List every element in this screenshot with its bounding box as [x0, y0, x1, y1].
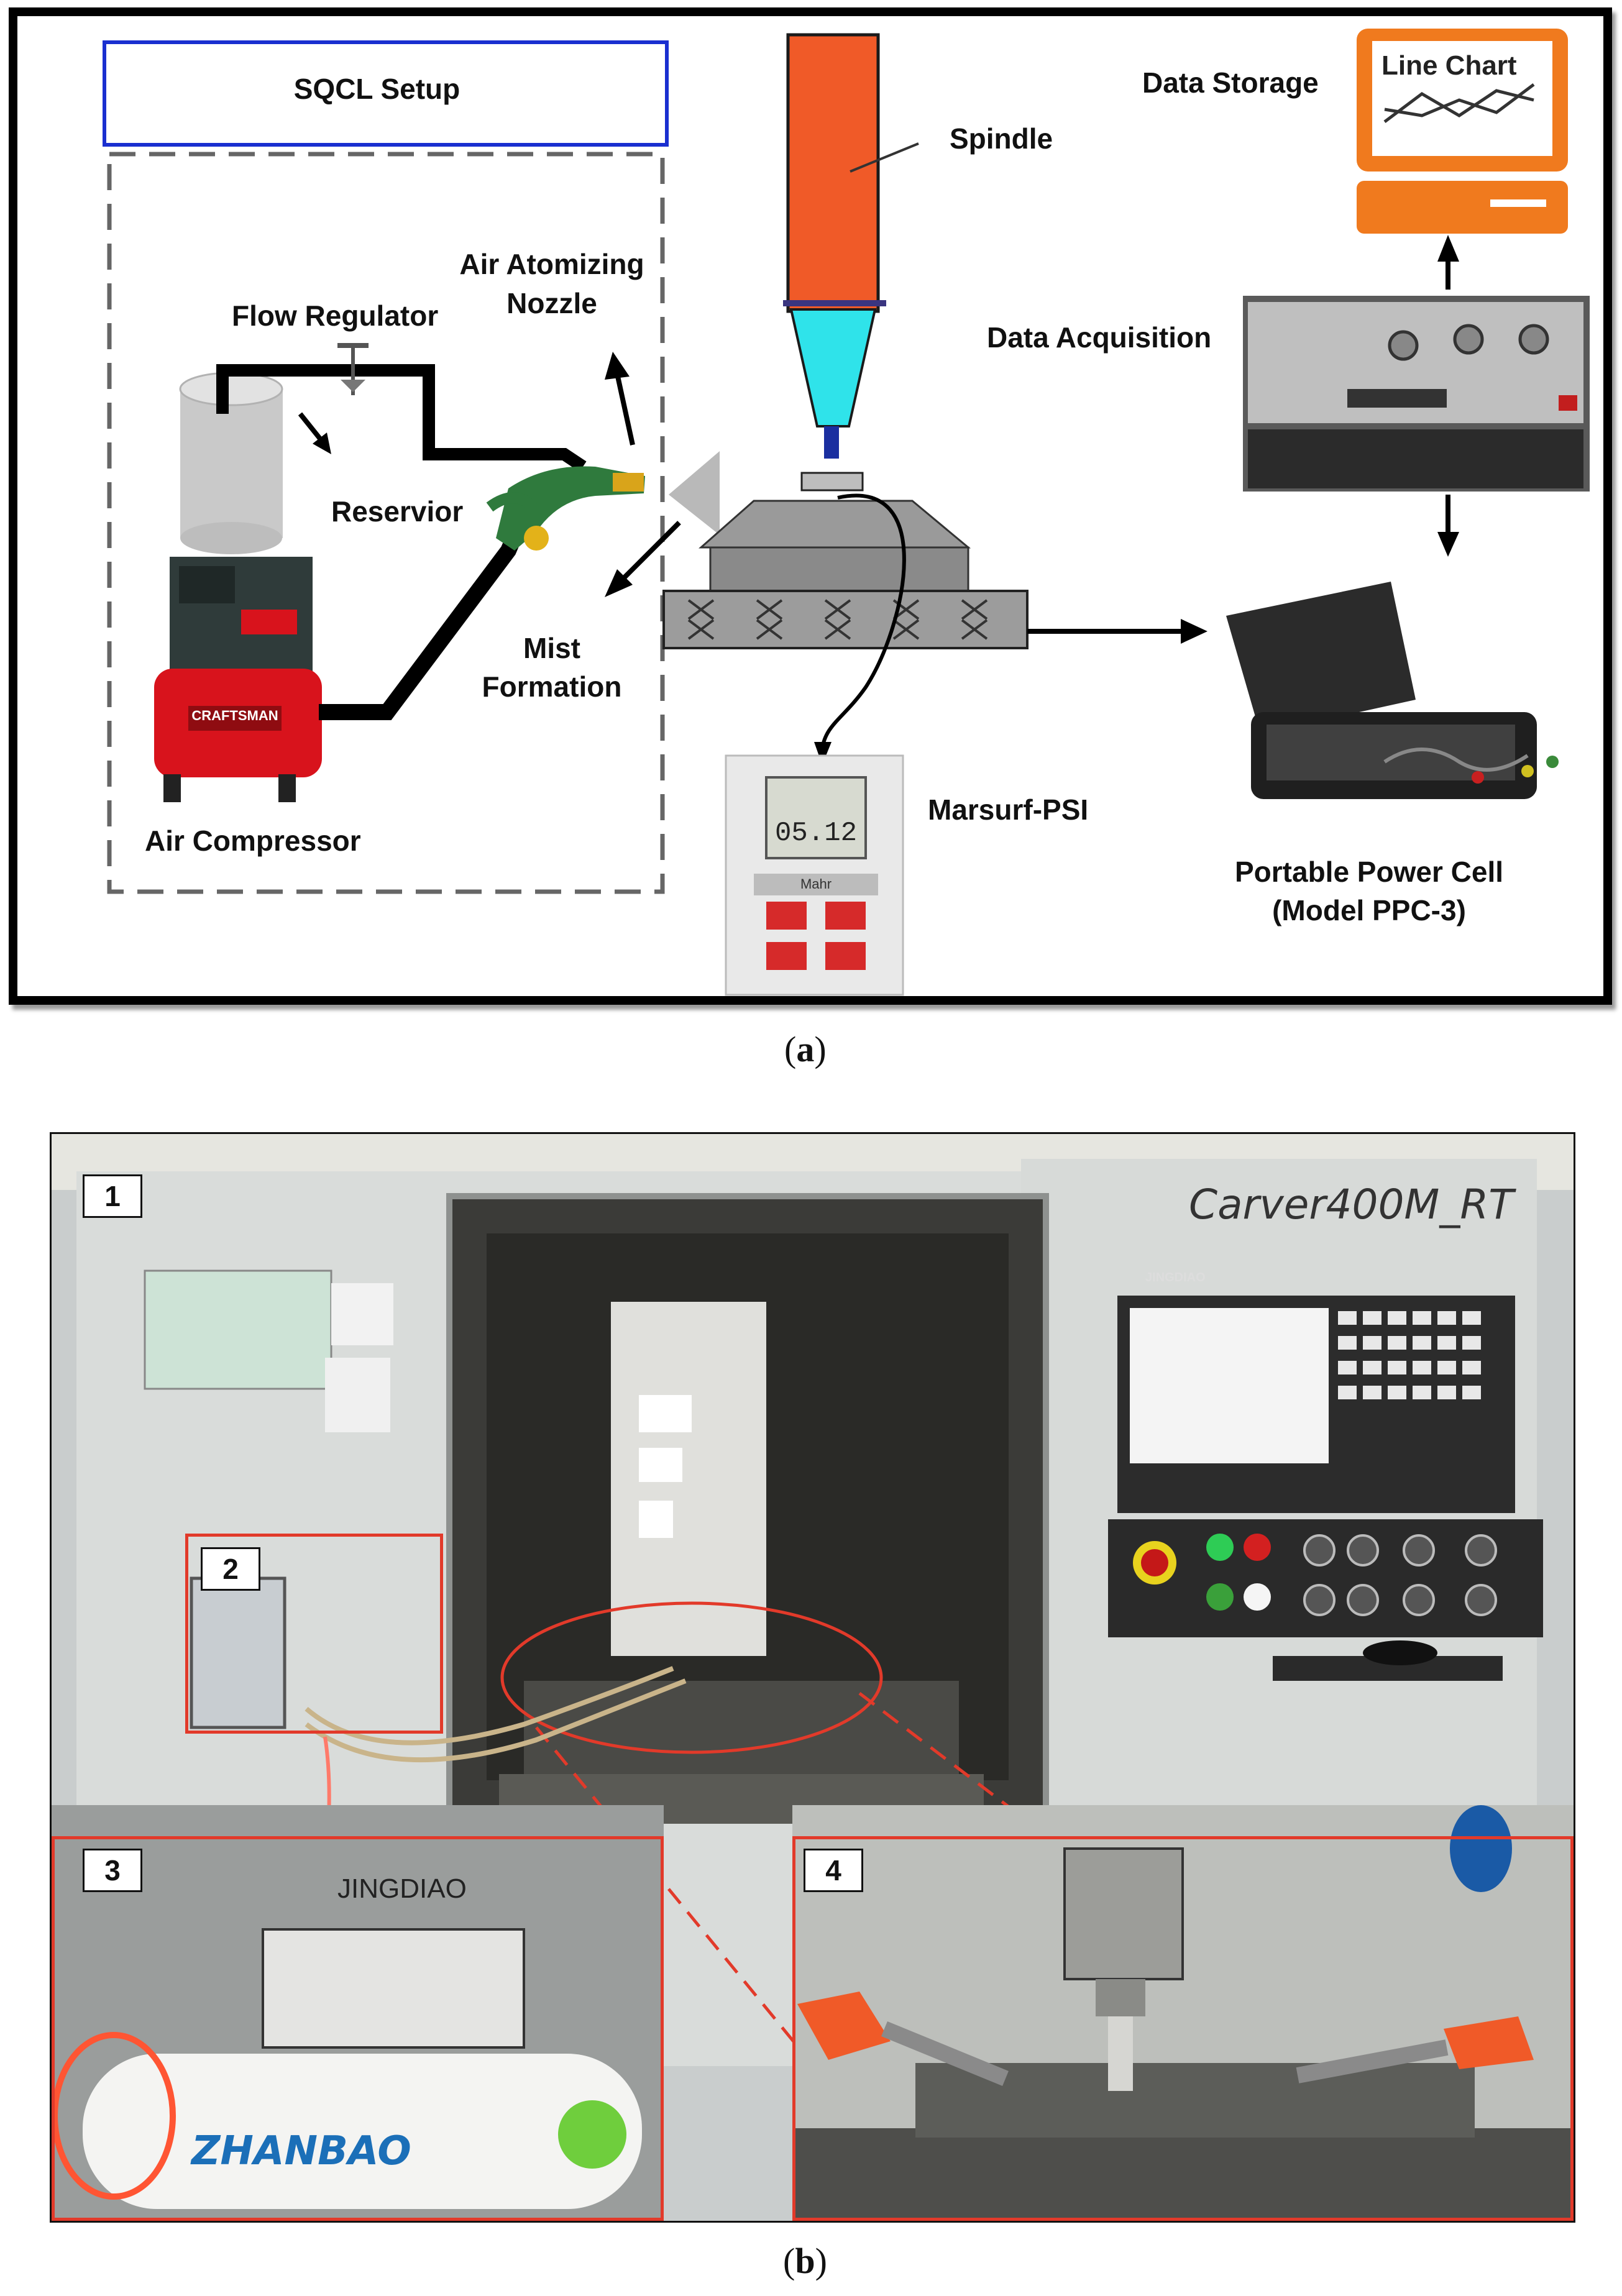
reservoir-pipe — [216, 364, 587, 472]
marsurf-label: Marsurf-PSI — [928, 794, 1089, 826]
mist-spray-triangle — [669, 451, 720, 535]
data-acquisition-icon — [1243, 296, 1590, 492]
spindle-label: Spindle — [950, 122, 1053, 155]
controller-brand-text: JINGDIAO — [1145, 1271, 1206, 1284]
spindle-icon — [786, 33, 880, 313]
panel-a-drawing — [103, 29, 1590, 996]
data-storage-label: Data Storage — [1142, 66, 1319, 99]
machine-model-brand: Carver400M_RT — [1189, 1181, 1514, 1228]
compressor-zhanbao-logo: ZHANBAO — [191, 2128, 411, 2174]
panel-b-photo: 1 2 3 4 Carver400M_RT JINGDIAO JINGDIAO … — [50, 1132, 1575, 2223]
panel-b-photo-drawing — [52, 1134, 1574, 2221]
spindle-cone-icon — [789, 308, 877, 428]
sqcl-dashed-boundary — [107, 152, 665, 894]
data-storage-monitor-icon — [1357, 29, 1568, 234]
compressor-tank-photo — [83, 2054, 642, 2209]
mist-label-line2: Formation — [482, 670, 622, 703]
badge-2: 2 — [201, 1547, 260, 1591]
flow-regulator-valve-icon — [337, 343, 369, 395]
caption-b: (b) — [783, 2241, 827, 2281]
z-column — [611, 1302, 766, 1656]
portable-power-cell-icon — [1226, 582, 1559, 799]
air-compressor-label: Air Compressor — [145, 825, 361, 857]
badge-1: 1 — [83, 1174, 142, 1218]
badge-3: 3 — [83, 1849, 142, 1892]
sqcl-title-box — [103, 40, 669, 147]
flow-regulator-label: Flow Regulator — [232, 300, 439, 332]
machining-zone-ellipse — [500, 1601, 883, 1754]
badge-4: 4 — [804, 1849, 863, 1892]
marsurf-brand-text: Mahr — [800, 876, 832, 892]
reservoir-icon — [179, 372, 283, 554]
marsurf-psi-icon — [725, 754, 904, 996]
annotation-box-3 — [52, 1836, 664, 2221]
air-atomizing-label-line2: Nozzle — [506, 287, 597, 319]
power-cell-label-line2: (Model PPC-3) — [1272, 894, 1466, 926]
sqcl-setup-title: SQCL Setup — [293, 73, 460, 105]
reservior-label: Reservior — [331, 495, 464, 528]
marsurf-display-reading: 05.12 — [774, 818, 858, 849]
panel-a-schematic: SQCL Setup Flow Regulator Air Atomizing … — [9, 7, 1612, 1005]
caption-a: (a) — [784, 1029, 827, 1069]
mist-label-line1: Mist — [523, 632, 580, 664]
air-atomizing-label-line1: Air Atomizing — [459, 248, 644, 280]
dynamometer-table-icon — [662, 590, 1029, 649]
air-compressor-icon — [154, 557, 322, 802]
annotation-box-2 — [185, 1534, 443, 1734]
annotation-box-4 — [792, 1836, 1574, 2221]
power-cell-label-line1: Portable Power Cell — [1234, 856, 1503, 888]
data-acquisition-label: Data Acquisition — [987, 321, 1212, 354]
compressor-jingdiao-text: JINGDIAO — [337, 1873, 467, 1904]
compressor-brand-text: CRAFTSMAN — [191, 708, 278, 723]
monitor-line-chart-text: Line Chart — [1381, 50, 1517, 81]
air-atomizing-nozzle-icon — [486, 466, 645, 551]
fixture-icon — [699, 500, 971, 549]
